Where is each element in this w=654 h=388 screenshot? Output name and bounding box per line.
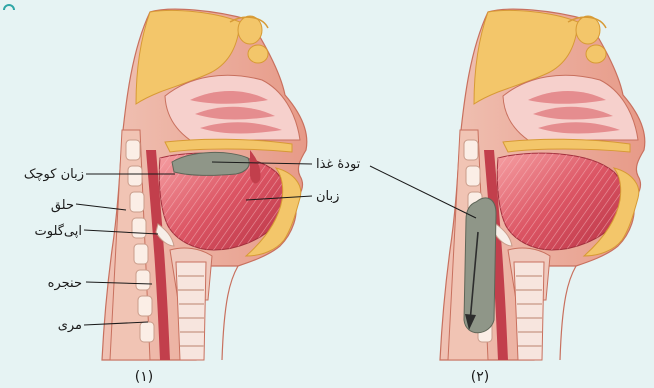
corner-arc-icon	[4, 5, 14, 10]
caption-figure-2: (۲)	[471, 369, 489, 385]
caption-figure-1: (۱)	[135, 369, 153, 385]
label-pharynx: حلق	[51, 198, 74, 213]
food-bolus-2	[464, 198, 496, 333]
label-tongue: زبان	[316, 189, 339, 204]
label-soft-palate: زبان کوچک	[24, 167, 84, 182]
figure-1-cross-section	[102, 9, 307, 360]
figure-2-cross-section	[440, 9, 645, 360]
label-food-bolus: تودهٔ غذا	[316, 157, 361, 172]
label-esophagus: مری	[58, 318, 82, 333]
label-epiglottis: اپی‌گلوت	[34, 223, 82, 239]
label-larynx: حنجره	[48, 276, 82, 291]
